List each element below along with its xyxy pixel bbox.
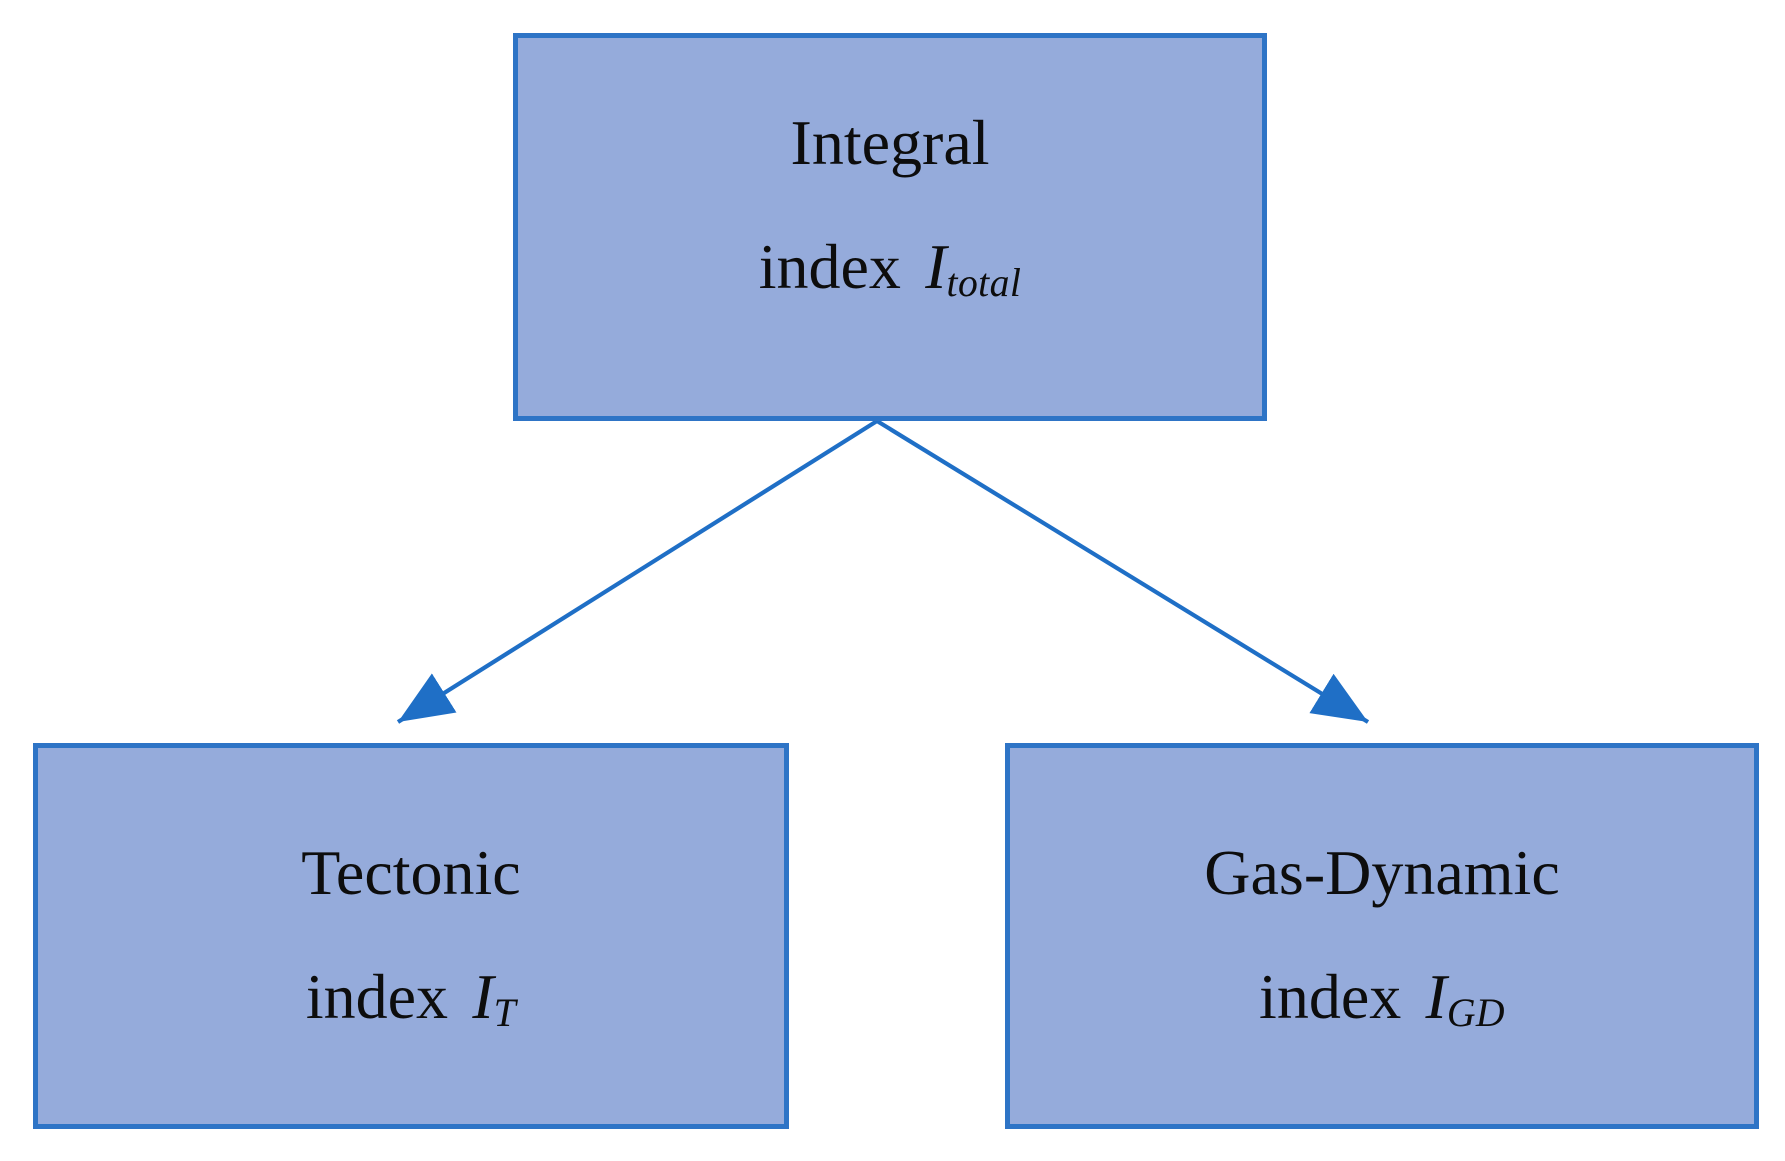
index-label: index [758,230,901,302]
index-subscript: GD [1446,990,1505,1035]
index-subscript: total [946,260,1022,305]
index-label: index [1259,960,1402,1032]
index-subscript: T [493,990,517,1035]
node-title: Tectonic [301,836,521,908]
index-label: index [305,960,449,1032]
index-symbol: I [1425,960,1447,1032]
node-tectonic-index: Tectonic index IT [33,743,789,1129]
arrow-to-tectonic [396,419,879,724]
node-title: Integral [790,106,990,178]
node-index-line: index Itotal [759,231,1022,305]
arrow-to-gas-dynamic [875,419,1370,724]
node-title: Gas-Dynamic [1204,836,1560,908]
node-integral-index: Integral index Itotal [513,33,1267,421]
node-gas-dynamic-index: Gas-Dynamic index IGD [1005,743,1759,1129]
node-index-line: index IGD [1259,961,1505,1035]
index-symbol: I [925,230,947,302]
index-symbol: I [472,960,494,1032]
node-index-line: index IT [306,961,516,1035]
